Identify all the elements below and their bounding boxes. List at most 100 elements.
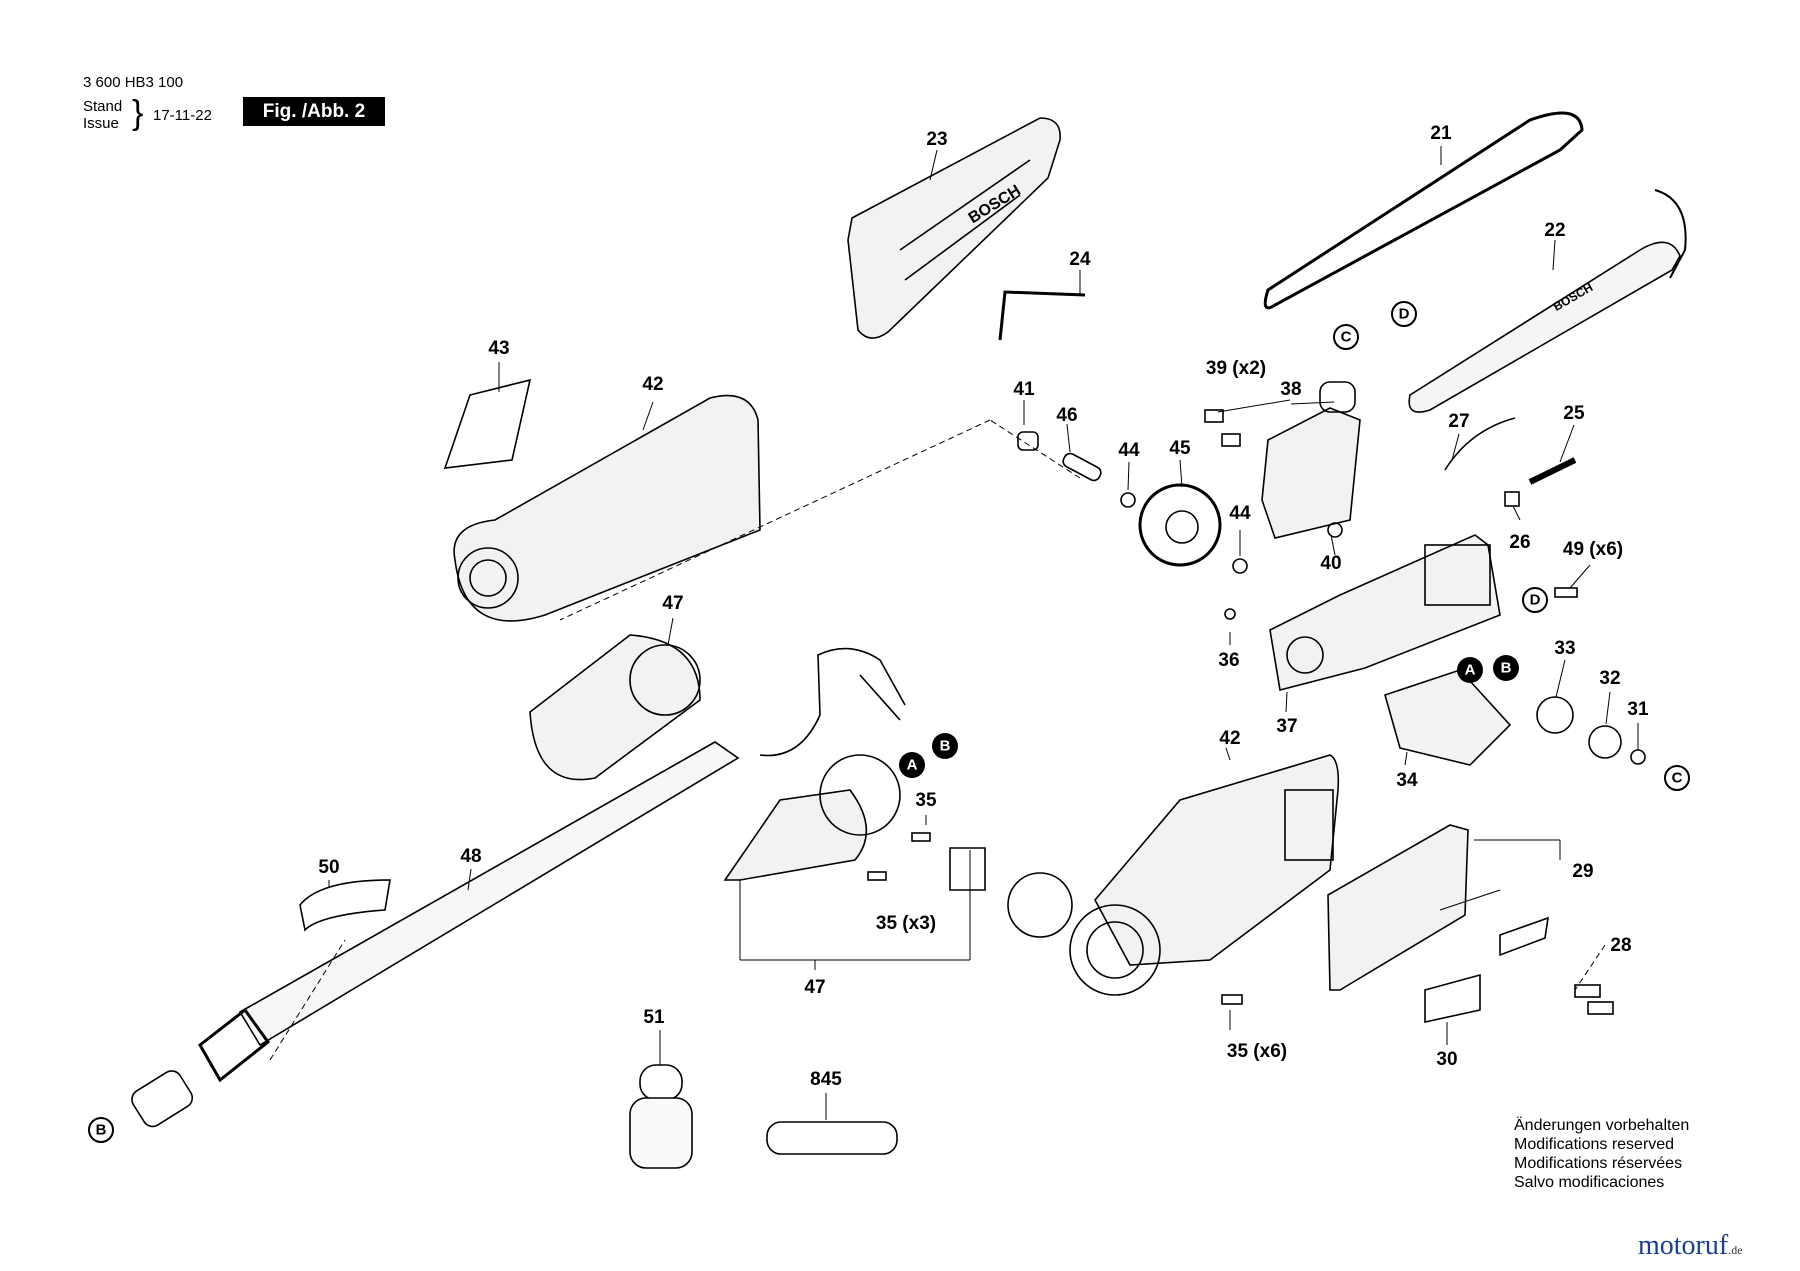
part-35-screw — [911, 832, 931, 842]
modification-notes: Änderungen vorbehalten Modifications res… — [1514, 1116, 1689, 1192]
part-label-42: 42 — [642, 374, 664, 395]
part-36-screw — [1224, 608, 1236, 620]
marker-b3: B — [95, 1121, 107, 1139]
part-label-45: 45 — [1169, 438, 1191, 459]
part-47-spring — [949, 847, 986, 891]
watermark-tld: .de — [1728, 1243, 1743, 1257]
marker-d2: D — [1529, 591, 1541, 609]
watermark-name: motoruf — [1638, 1230, 1729, 1261]
figure-label: Fig. /Abb. 2 — [243, 97, 385, 126]
part-33-coupling — [1536, 696, 1574, 734]
part-47-lower — [723, 789, 868, 881]
part-48-tube — [238, 741, 740, 1047]
part-label-29: 29 — [1572, 861, 1594, 882]
doc-number: 3 600 HB3 100 — [83, 74, 184, 91]
marker-b-circle — [1493, 655, 1519, 681]
part-label-51: 51 — [643, 1007, 665, 1028]
part-label-23: 23 — [926, 129, 948, 150]
part-label-24: 24 — [1069, 249, 1091, 270]
stand-label: Stand — [83, 98, 123, 115]
part-42-housing — [453, 394, 761, 622]
marker-c2-circle — [1664, 765, 1690, 791]
marker-a2: A — [906, 756, 918, 774]
part-label-34: 34 — [1396, 770, 1418, 791]
part-label-22: 22 — [1544, 220, 1566, 241]
part-28-screw — [1574, 984, 1601, 998]
marker-b2: B — [939, 737, 951, 755]
part-45-gear — [1138, 483, 1222, 567]
part-26-nut — [1504, 491, 1520, 507]
part-label-44: 44 — [1118, 440, 1140, 461]
part-label-50: 50 — [318, 857, 340, 878]
part-48-grip — [198, 1007, 271, 1083]
part-28-plate — [1499, 916, 1549, 957]
part-47-handle — [529, 634, 701, 781]
part-label-28: 28 — [1610, 935, 1632, 956]
note-es: Salvo modificaciones — [1514, 1174, 1665, 1191]
part-39-screw — [1204, 409, 1224, 423]
marker-b2-circle — [932, 733, 958, 759]
marker-c: C — [1340, 328, 1352, 346]
part-46-pin — [1062, 452, 1102, 482]
part-38-tensioner — [1261, 407, 1361, 539]
part-label-35x6: 35 (x6) — [1226, 1041, 1288, 1062]
note-fr: Modifications réservées — [1514, 1155, 1683, 1172]
part-label-39: 39 (x2) — [1205, 358, 1267, 379]
part-label-37: 37 — [1276, 716, 1298, 737]
part-label-32: 32 — [1599, 668, 1621, 689]
part-label-43: 43 — [488, 338, 510, 359]
part-49-screw — [1554, 587, 1578, 598]
wire — [759, 647, 906, 757]
issue-date: 17-11-22 — [153, 107, 212, 124]
part-34-motor — [1384, 669, 1512, 766]
marker-a: A — [1464, 661, 1476, 679]
part-43-label — [443, 378, 532, 469]
part-label-41: 41 — [1013, 379, 1035, 400]
part-label-21: 21 — [1430, 123, 1452, 144]
part-label-40: 40 — [1320, 553, 1342, 574]
part-27-lever — [1444, 417, 1516, 471]
watermark-logo: motoruf.de — [1638, 1230, 1743, 1262]
marker-d: D — [1398, 305, 1410, 323]
part-label-44b: 44 — [1229, 503, 1251, 524]
marker-d-circle — [1391, 301, 1417, 327]
part-label-47: 47 — [662, 593, 684, 614]
marker-a2-circle — [899, 752, 925, 778]
part-47-gear — [1007, 872, 1073, 938]
part-label-46: 46 — [1056, 405, 1078, 426]
part-24-hex-key — [998, 290, 1086, 341]
part-25-bolt — [1528, 457, 1577, 485]
part-label-845: 845 — [810, 1069, 842, 1090]
part-label-25: 25 — [1563, 403, 1585, 424]
marker-a-circle — [1457, 657, 1483, 683]
marker-c-circle — [1333, 324, 1359, 350]
part-42-lower-housing — [1094, 754, 1340, 966]
part-35-screw-b — [1221, 994, 1243, 1005]
part-label-47b: 47 — [804, 977, 826, 998]
note-en: Modifications reserved — [1514, 1136, 1675, 1153]
part-label-49: 49 (x6) — [1562, 539, 1624, 560]
marker-c2: C — [1671, 769, 1683, 787]
part-40-washer — [1327, 522, 1343, 538]
part-32-washer — [1588, 725, 1622, 759]
marker-b: B — [1500, 659, 1512, 677]
marker-b3-circle — [88, 1117, 114, 1143]
part-label-36: 36 — [1218, 650, 1240, 671]
part-label-31: 31 — [1627, 699, 1649, 720]
part-21-chain — [1263, 111, 1584, 310]
part-label-33: 33 — [1554, 638, 1576, 659]
part-44-washer — [1120, 492, 1136, 508]
part-37-gearbox — [1269, 534, 1501, 691]
part-label-26: 26 — [1509, 532, 1531, 553]
part-label-42b: 42 — [1219, 728, 1241, 749]
part-30-label — [1424, 973, 1481, 1023]
note-de: Änderungen vorbehalten — [1514, 1117, 1690, 1134]
part-22-bar — [1408, 241, 1681, 413]
marker-d2-circle — [1522, 587, 1548, 613]
part-29-cover — [1327, 824, 1469, 991]
part-label-48: 48 — [460, 846, 482, 867]
part-label-27: 27 — [1448, 411, 1470, 432]
part-label-38: 38 — [1280, 379, 1302, 400]
brace-icon: } — [132, 94, 144, 132]
